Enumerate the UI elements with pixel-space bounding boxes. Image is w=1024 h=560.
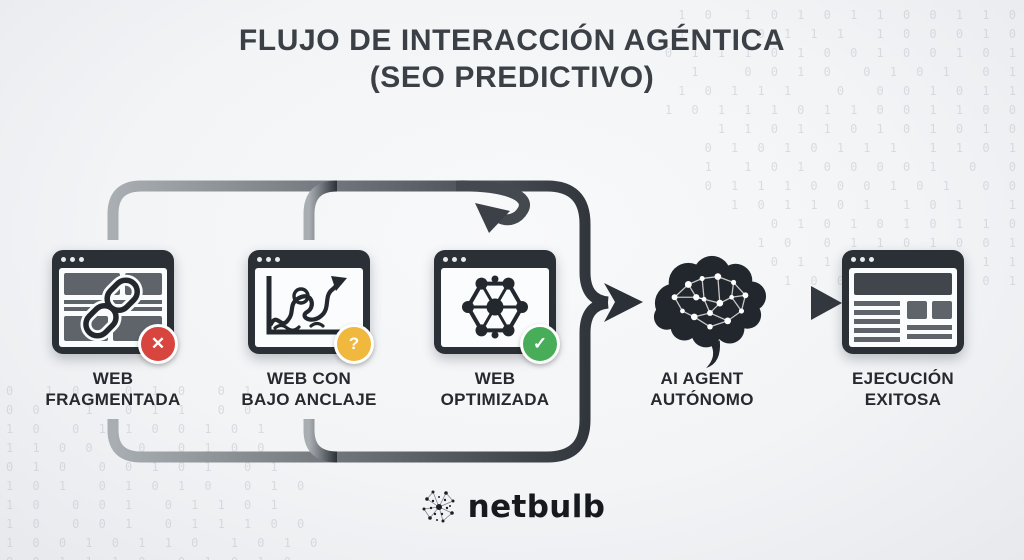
window-dot-icon	[257, 256, 262, 262]
ai-brain-icon	[653, 255, 767, 369]
browser-chrome	[248, 250, 370, 268]
ai-agent-autonomo-label: AI AGENT AUTÓNOMO	[650, 369, 754, 409]
browser-chrome	[434, 250, 556, 268]
window-dot-icon	[869, 256, 874, 262]
merge-right-arrowhead	[604, 283, 643, 322]
brand-logo: netbulb	[0, 487, 1024, 527]
binary-code-texture-top-right: 1 0 1 0 1 0 1 1 0 0 1 1 0 1 0 1 0 1 1 1 …	[664, 8, 1022, 288]
web-optimizada-label: WEB OPTIMIZADA	[440, 369, 550, 409]
web-optimizada-icon: ✓	[434, 250, 560, 364]
question-badge: ?	[334, 324, 374, 364]
reentry-hook-path	[455, 180, 530, 226]
broken-link-icon	[64, 273, 162, 342]
window-dot-icon	[461, 256, 466, 262]
ejecucion-exitosa-icon	[842, 250, 964, 354]
tangled-chart-icon	[266, 276, 355, 335]
webpage-layout-icon	[854, 273, 952, 342]
window-dot-icon	[860, 256, 865, 262]
window-dot-icon	[275, 256, 280, 262]
brain-to-page-arrow	[766, 286, 842, 320]
error-badge: ✕	[138, 324, 178, 364]
window-dot-icon	[851, 256, 856, 262]
web-fragmentada-label: WEB FRAGMENTADA	[45, 369, 181, 409]
browser-chrome	[842, 250, 964, 268]
web-fragmentada-icon: ✕	[52, 250, 178, 364]
success-badge: ✓	[520, 324, 560, 364]
page-title: FLUJO DE INTERACCIÓN AGÉNTICA (SEO PREDI…	[0, 22, 1024, 96]
window-dot-icon	[443, 256, 448, 262]
reentry-down-arrowhead	[475, 203, 510, 233]
window-dot-icon	[61, 256, 66, 262]
browser-screen	[849, 268, 957, 347]
loop-top-stub-2	[303, 180, 338, 240]
network-graph-icon	[462, 275, 528, 339]
web-con-bajo-anclaje-icon: ?	[248, 250, 374, 364]
ejecucion-exitosa-label: EJECUCIÓN EXITOSA	[852, 369, 954, 409]
browser-chrome	[52, 250, 174, 268]
page-title-line1: FLUJO DE INTERACCIÓN AGÉNTICA	[238, 24, 786, 57]
brand-name: netbulb	[467, 489, 606, 525]
netbulb-network-sphere-icon	[422, 490, 455, 523]
web-con-bajo-anclaje-label: WEB CON BAJO ANCLAJE	[241, 369, 377, 409]
window-dot-icon	[79, 256, 84, 262]
page-title-line2: (SEO PREDICTIVO)	[369, 61, 655, 94]
browser-screen	[441, 268, 549, 347]
window-dot-icon	[266, 256, 271, 262]
window-dot-icon	[452, 256, 457, 262]
window-dot-icon	[70, 256, 75, 262]
